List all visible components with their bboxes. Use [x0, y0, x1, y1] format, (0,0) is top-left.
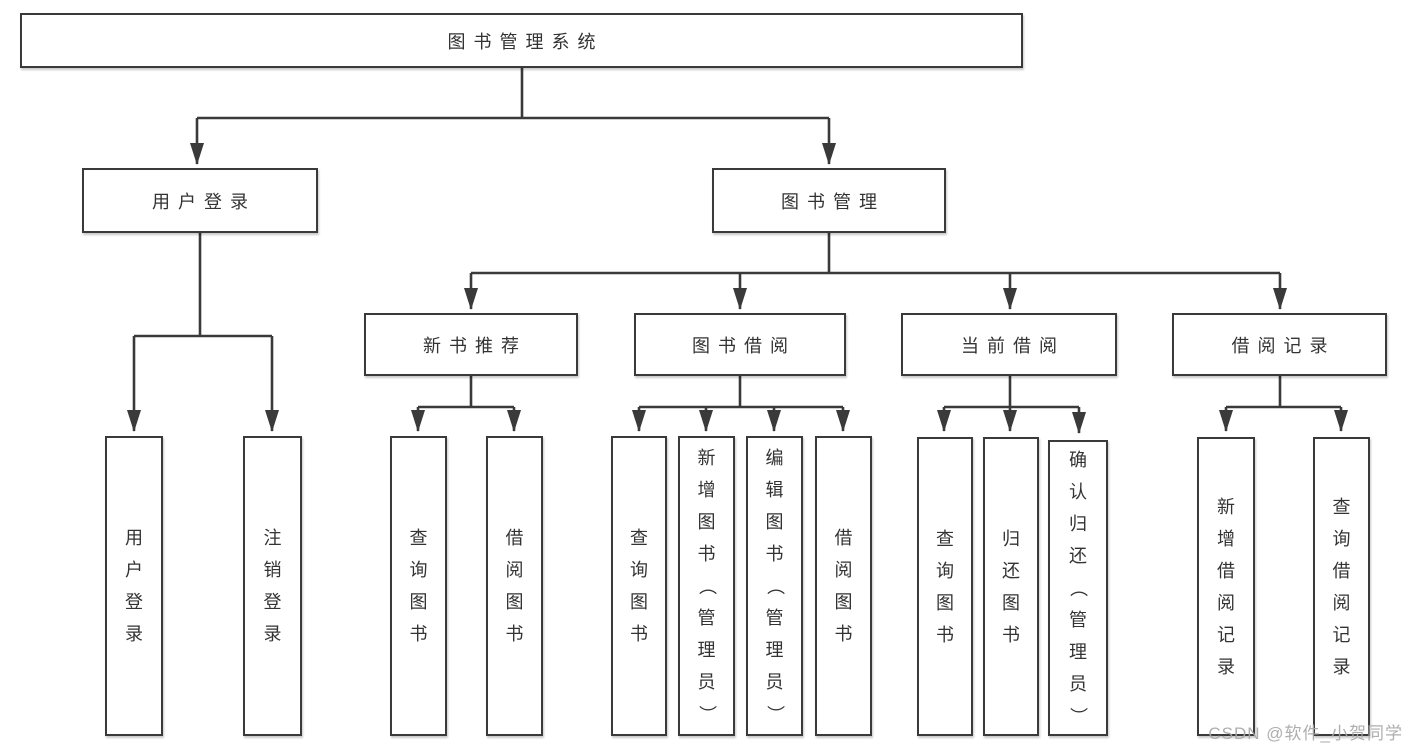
node-label: 图书管理系统	[447, 31, 604, 52]
node-label: 用户登录	[125, 528, 143, 644]
node-label: 归还图书	[1002, 528, 1020, 645]
node-label: 当前借阅	[961, 335, 1065, 356]
node-label: 借阅图书	[505, 528, 524, 644]
node-leaf-br-query-record: 查询借阅记录	[1313, 437, 1370, 736]
node-leaf-user-login: 用户登录	[105, 436, 163, 736]
node-leaf-bb-edit-books-admin: 编辑图书（管理员）	[746, 436, 803, 736]
node-label: 查询图书	[409, 528, 428, 644]
node-label: 确认归还（管理员）	[1068, 450, 1088, 725]
node-label: 注销登录	[263, 528, 282, 644]
node-current-borrow: 当前借阅	[901, 313, 1117, 376]
node-label: 新书推荐	[423, 335, 527, 356]
node-label: 编辑图书（管理员）	[764, 448, 785, 723]
node-leaf-cb-query-books: 查询图书	[917, 437, 973, 736]
node-label: 图书借阅	[692, 335, 796, 356]
node-user-login: 用户登录	[82, 168, 318, 233]
node-root: 图书管理系统	[20, 13, 1023, 68]
node-label: 查询图书	[630, 528, 648, 644]
node-leaf-bb-add-books-admin: 新增图书（管理员）	[678, 436, 735, 736]
node-leaf-nbr-query-books: 查询图书	[390, 436, 447, 736]
node-leaf-bb-borrow-books: 借阅图书	[815, 436, 872, 736]
node-leaf-cb-return-books: 归还图书	[983, 437, 1039, 736]
node-leaf-logout: 注销登录	[243, 436, 302, 736]
node-leaf-bb-query-books: 查询图书	[611, 436, 667, 736]
node-book-borrow: 图书借阅	[634, 313, 846, 376]
node-leaf-nbr-borrow-books: 借阅图书	[486, 436, 543, 736]
node-borrow-records: 借阅记录	[1172, 313, 1387, 376]
node-label: 查询图书	[936, 528, 954, 645]
node-label: 用户登录	[152, 191, 256, 212]
node-leaf-cb-confirm-return-admin: 确认归还（管理员）	[1048, 440, 1108, 736]
node-label: 新增借阅记录	[1217, 496, 1235, 677]
node-label: 图书管理	[781, 191, 885, 212]
node-label: 借阅图书	[834, 528, 853, 644]
node-label: 借阅记录	[1231, 335, 1336, 356]
node-book-management: 图书管理	[712, 168, 946, 233]
node-leaf-br-add-record: 新增借阅记录	[1197, 437, 1255, 736]
watermark-text: CSDN @软件_小贺同学	[1208, 724, 1403, 743]
node-label: 查询借阅记录	[1332, 496, 1351, 677]
node-new-book-recommend: 新书推荐	[364, 313, 578, 376]
node-label: 新增图书（管理员）	[696, 448, 717, 723]
